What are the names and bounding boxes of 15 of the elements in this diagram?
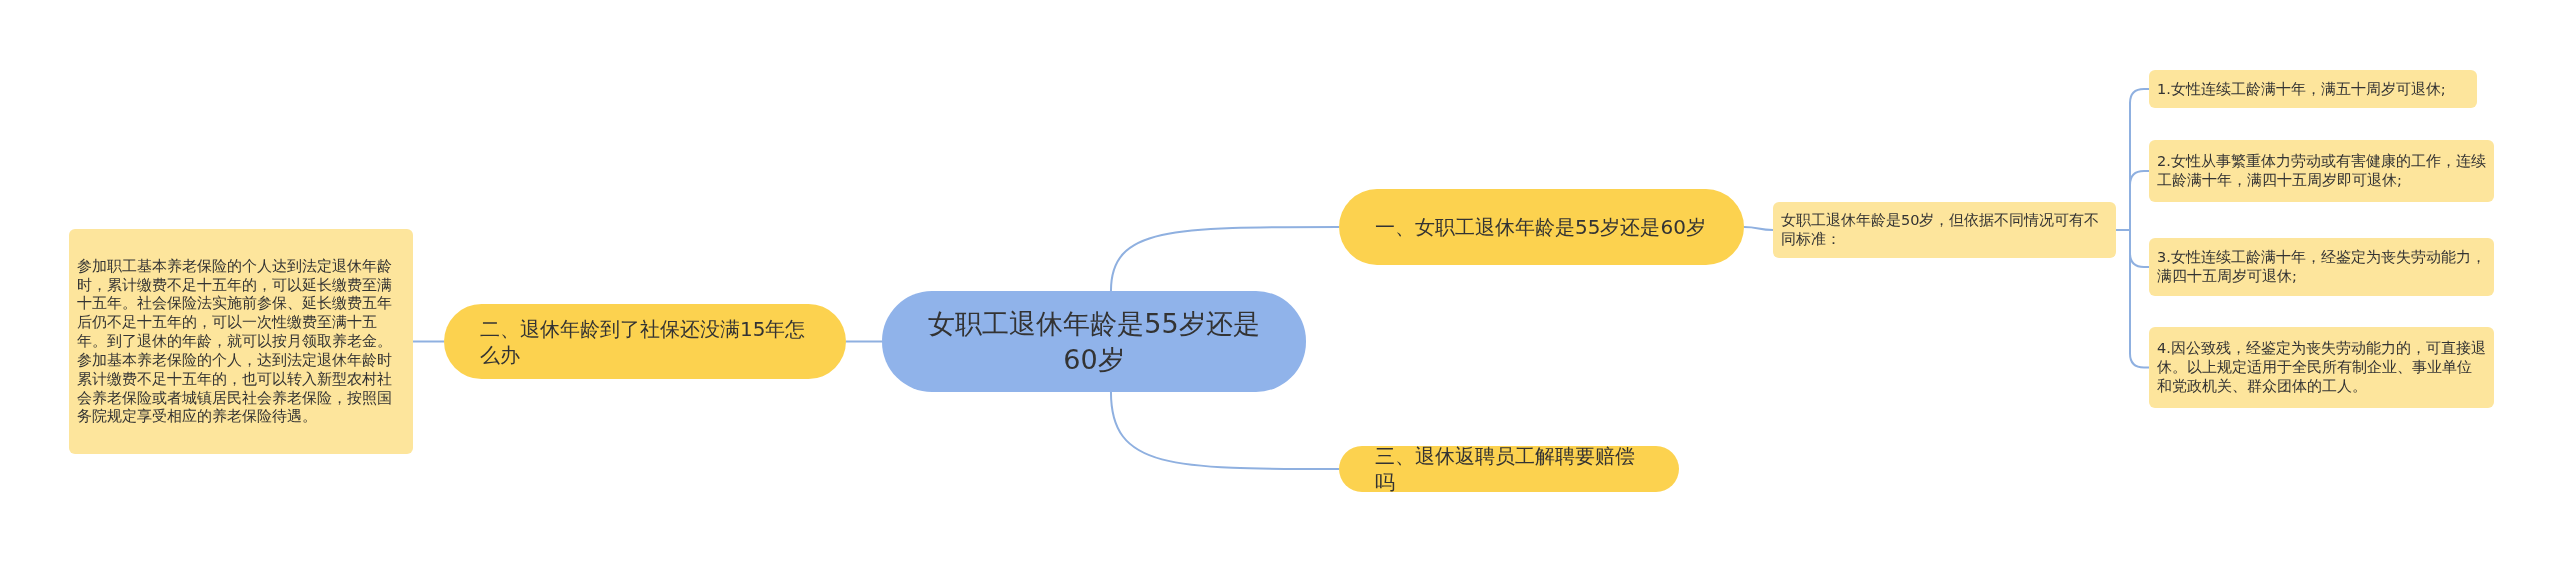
note-box: 女职工退休年龄是50岁，但依据不同情况可有不同标准： [1773,202,2116,258]
note-box: 参加职工基本养老保险的个人达到法定退休年龄时，累计缴费不足十五年的，可以延长缴费至满十五年。社会保险法实施前参保、延长缴费五年后仍不足十五年的，可以一次性缴费至满十五年。到了退休的年龄，就可以按月领取养老金。参加基本养老保险的个人，达到法定退休年龄时累计缴费不足十五年的，也可以转入新型农村社会养老保险或者城镇居民社会养老保险，按照国务院规定享受相应的养老保险待遇。 [69,229,413,454]
connector-line [412,340,445,343]
connector-line [1109,391,1340,470]
topic-pill: 三、退休返聘员工解聘要赔偿吗 [1339,446,1679,492]
connector-line [1109,226,1340,292]
connector-line [1743,226,1774,231]
note-box: 3.女性连续工龄满十年，经鉴定为丧失劳动能力，满四十五周岁可退休; [2149,238,2494,296]
topic-pill: 一、女职工退休年龄是55岁还是60岁 [1339,189,1744,265]
topic-pill: 二、退休年龄到了社保还没满15年怎么办 [444,304,846,379]
note-box: 1.女性连续工龄满十年，满五十周岁可退休; [2149,70,2477,108]
note-box: 2.女性从事繁重体力劳动或有害健康的工作，连续工龄满十年，满四十五周岁即可退休; [2149,140,2494,202]
central-topic: 女职工退休年龄是55岁还是60岁 [882,291,1306,392]
connector-line [845,340,883,343]
note-box: 4.因公致残，经鉴定为丧失劳动能力的，可直接退休。以上规定适用于全民所有制企业、事业单位和党政机关、群众团体的工人。 [2149,327,2494,408]
